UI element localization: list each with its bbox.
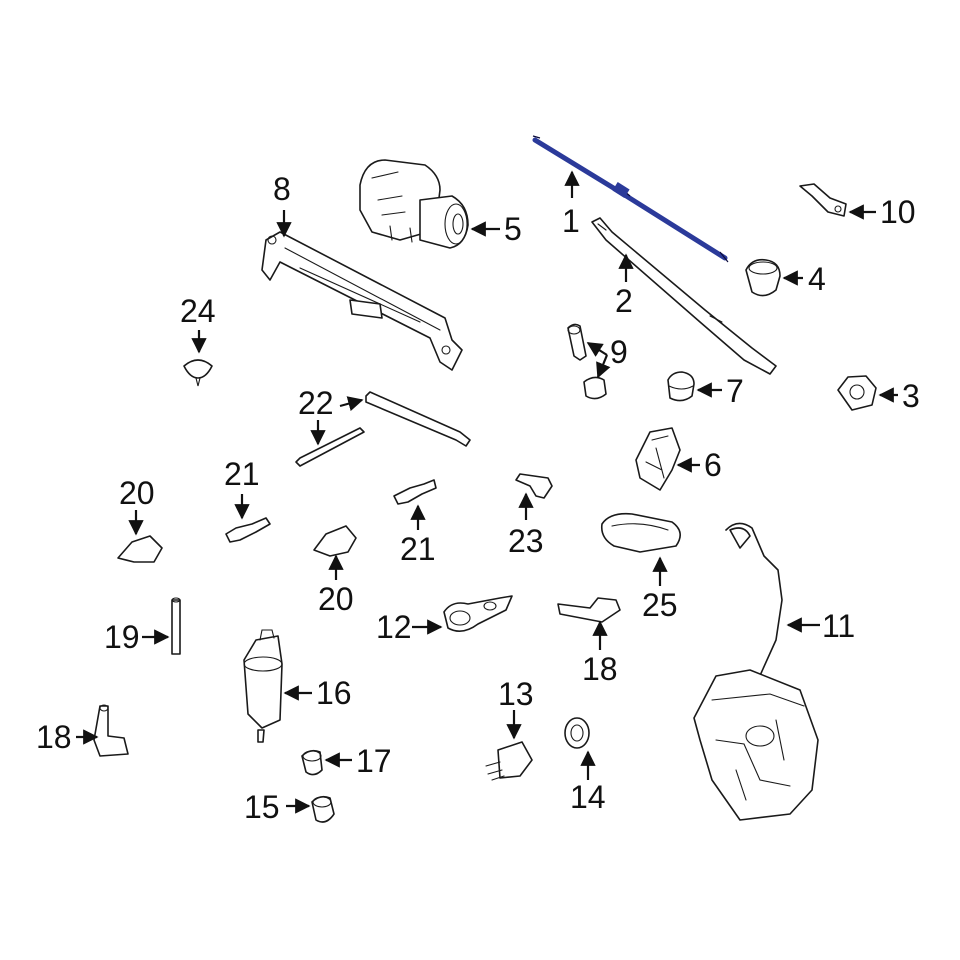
part-7-grommet[interactable] bbox=[667, 371, 695, 402]
callout-3: 3 bbox=[902, 378, 920, 414]
callout-17: 17 bbox=[356, 743, 392, 779]
callout-7: 7 bbox=[726, 373, 744, 409]
leader-22a bbox=[339, 396, 364, 412]
leader-9b bbox=[596, 354, 611, 379]
part-9-bolt-bushing[interactable] bbox=[567, 323, 607, 400]
part-14-grommet[interactable] bbox=[564, 717, 590, 749]
callout-14: 14 bbox=[570, 779, 606, 815]
part-24-clip[interactable] bbox=[183, 359, 213, 387]
part-19-tube[interactable] bbox=[171, 597, 181, 655]
callout-11: 11 bbox=[822, 608, 855, 644]
callout-18a: 18 bbox=[36, 719, 72, 755]
callout-9: 9 bbox=[610, 334, 628, 370]
callout-6: 6 bbox=[704, 447, 722, 483]
callout-19: 19 bbox=[104, 619, 140, 655]
part-17-grommet[interactable] bbox=[301, 749, 323, 776]
part-5-wiper-motor[interactable] bbox=[359, 159, 469, 249]
callout-10: 10 bbox=[880, 194, 916, 230]
callout-4: 4 bbox=[808, 261, 826, 297]
part-1-wiper-blade[interactable] bbox=[532, 135, 729, 263]
part-11-washer-reservoir[interactable] bbox=[693, 522, 819, 821]
part-16-washer-pump[interactable] bbox=[243, 629, 283, 743]
callout-22: 22 bbox=[298, 385, 334, 421]
callout-15: 15 bbox=[244, 789, 280, 825]
callout-18b: 18 bbox=[582, 651, 618, 687]
part-22-hoses[interactable] bbox=[295, 391, 471, 467]
part-13-connector[interactable] bbox=[485, 741, 533, 781]
callout-16: 16 bbox=[316, 675, 352, 711]
callout-20b: 20 bbox=[318, 581, 354, 617]
callout-23: 23 bbox=[508, 523, 544, 559]
part-18-connector-right[interactable] bbox=[557, 597, 621, 623]
part-20-nozzle-left[interactable] bbox=[117, 535, 163, 563]
part-20-nozzle-right[interactable] bbox=[313, 525, 357, 557]
callout-5: 5 bbox=[504, 211, 522, 247]
callout-25: 25 bbox=[642, 587, 678, 623]
part-12-seal[interactable] bbox=[443, 595, 513, 632]
callout-24: 24 bbox=[180, 293, 216, 329]
callout-8: 8 bbox=[273, 171, 291, 207]
part-15-seal[interactable] bbox=[311, 795, 335, 823]
callout-21b: 21 bbox=[400, 531, 436, 567]
callout-2: 2 bbox=[615, 283, 633, 319]
part-25-seal[interactable] bbox=[600, 512, 681, 553]
part-10-small-bracket[interactable] bbox=[799, 183, 847, 217]
part-2-wiper-arm[interactable] bbox=[591, 217, 777, 375]
part-18-connector-left[interactable] bbox=[93, 704, 129, 757]
callout-13: 13 bbox=[498, 676, 534, 712]
callout-21a: 21 bbox=[224, 456, 260, 492]
part-4-cap[interactable] bbox=[745, 258, 781, 297]
part-8-wiper-linkage[interactable] bbox=[261, 231, 463, 371]
callout-20a: 20 bbox=[119, 475, 155, 511]
part-6-bracket[interactable] bbox=[635, 427, 681, 491]
part-3-nut[interactable] bbox=[837, 375, 877, 411]
part-21-check-valve-right[interactable] bbox=[393, 479, 437, 505]
callout-1: 1 bbox=[562, 203, 580, 239]
part-21-check-valve-left[interactable] bbox=[225, 517, 271, 543]
leader-9a bbox=[586, 342, 608, 357]
part-23-connector[interactable] bbox=[515, 473, 553, 499]
callout-12: 12 bbox=[376, 609, 412, 645]
